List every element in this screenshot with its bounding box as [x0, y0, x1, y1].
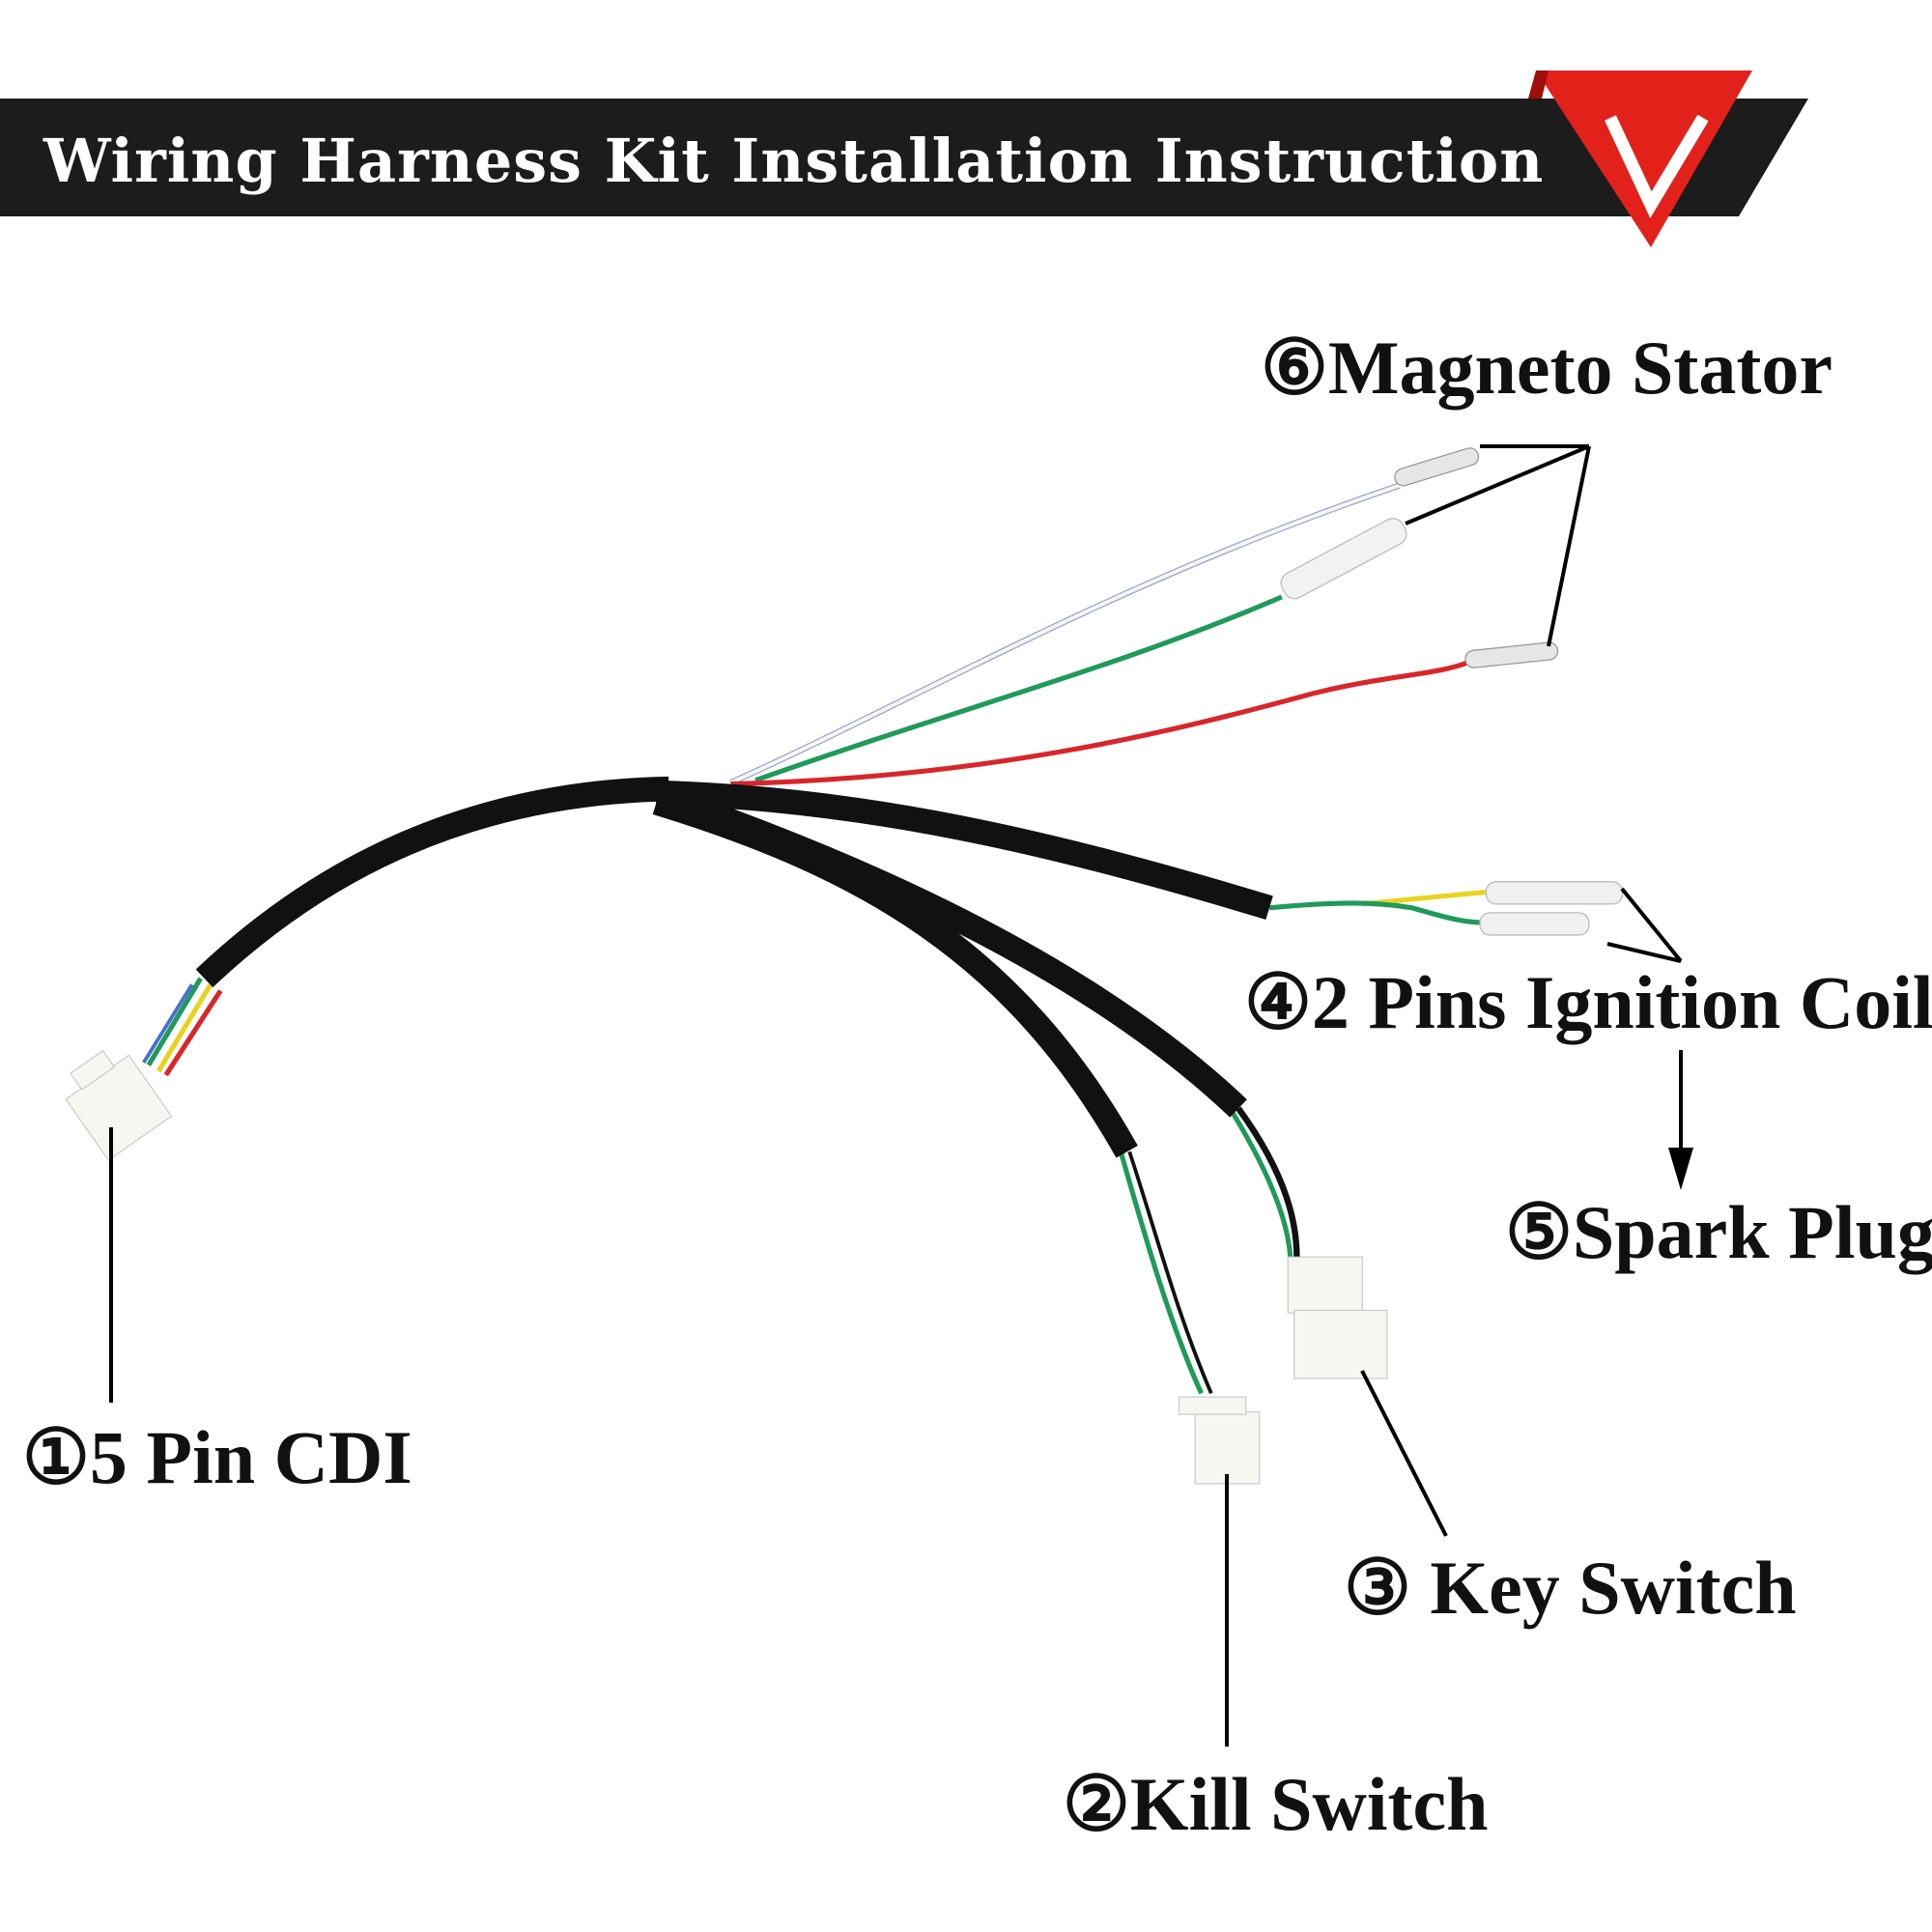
label-key-switch: ③ Key Switch	[1344, 1546, 1797, 1630]
ignition-green-wire	[1268, 900, 1487, 925]
label-spark-plug: ⑤Spark Plug	[1505, 1190, 1932, 1274]
label-cdi: ①5 Pin CDI	[22, 1415, 412, 1499]
kill-switch-connector	[1178, 1396, 1261, 1485]
terminal-white	[1394, 447, 1480, 487]
cdi-connector	[65, 1049, 173, 1161]
label-magneto-stator: ⑥Magneto Stator	[1261, 326, 1833, 410]
key-switch-connector	[1287, 1256, 1388, 1379]
header-banner	[0, 99, 1808, 216]
terminal-red	[1464, 641, 1559, 668]
brand-logo-triangle	[1536, 71, 1752, 247]
label-kill-switch: ②Kill Switch	[1063, 1762, 1489, 1846]
key-switch-wires	[1236, 1106, 1300, 1264]
leader-key	[1360, 1370, 1448, 1537]
arrow-down-icon	[1668, 1148, 1693, 1190]
brand-logo-v	[1605, 114, 1709, 218]
harness-branch-ignition	[656, 780, 1273, 921]
terminal-ignition-2	[1479, 912, 1590, 936]
kill-switch-wires	[1118, 1151, 1204, 1395]
red-wire	[730, 660, 1469, 787]
label-ignition-coil: ④2 Pins Ignition Coil	[1244, 960, 1932, 1044]
page-title: Wiring Harness Kit Installation Instruct…	[43, 126, 1545, 196]
harness-trunk	[195, 776, 669, 988]
terminal-green	[1280, 518, 1407, 600]
terminal-ignition-1	[1485, 881, 1624, 905]
cdi-wires	[146, 977, 203, 1066]
harness-branch-key	[689, 795, 1247, 1118]
leader-ignition	[1606, 887, 1683, 963]
leader-magneto	[1405, 444, 1591, 647]
brand-logo-fold	[1528, 71, 1548, 99]
green-wire	[754, 594, 1283, 783]
